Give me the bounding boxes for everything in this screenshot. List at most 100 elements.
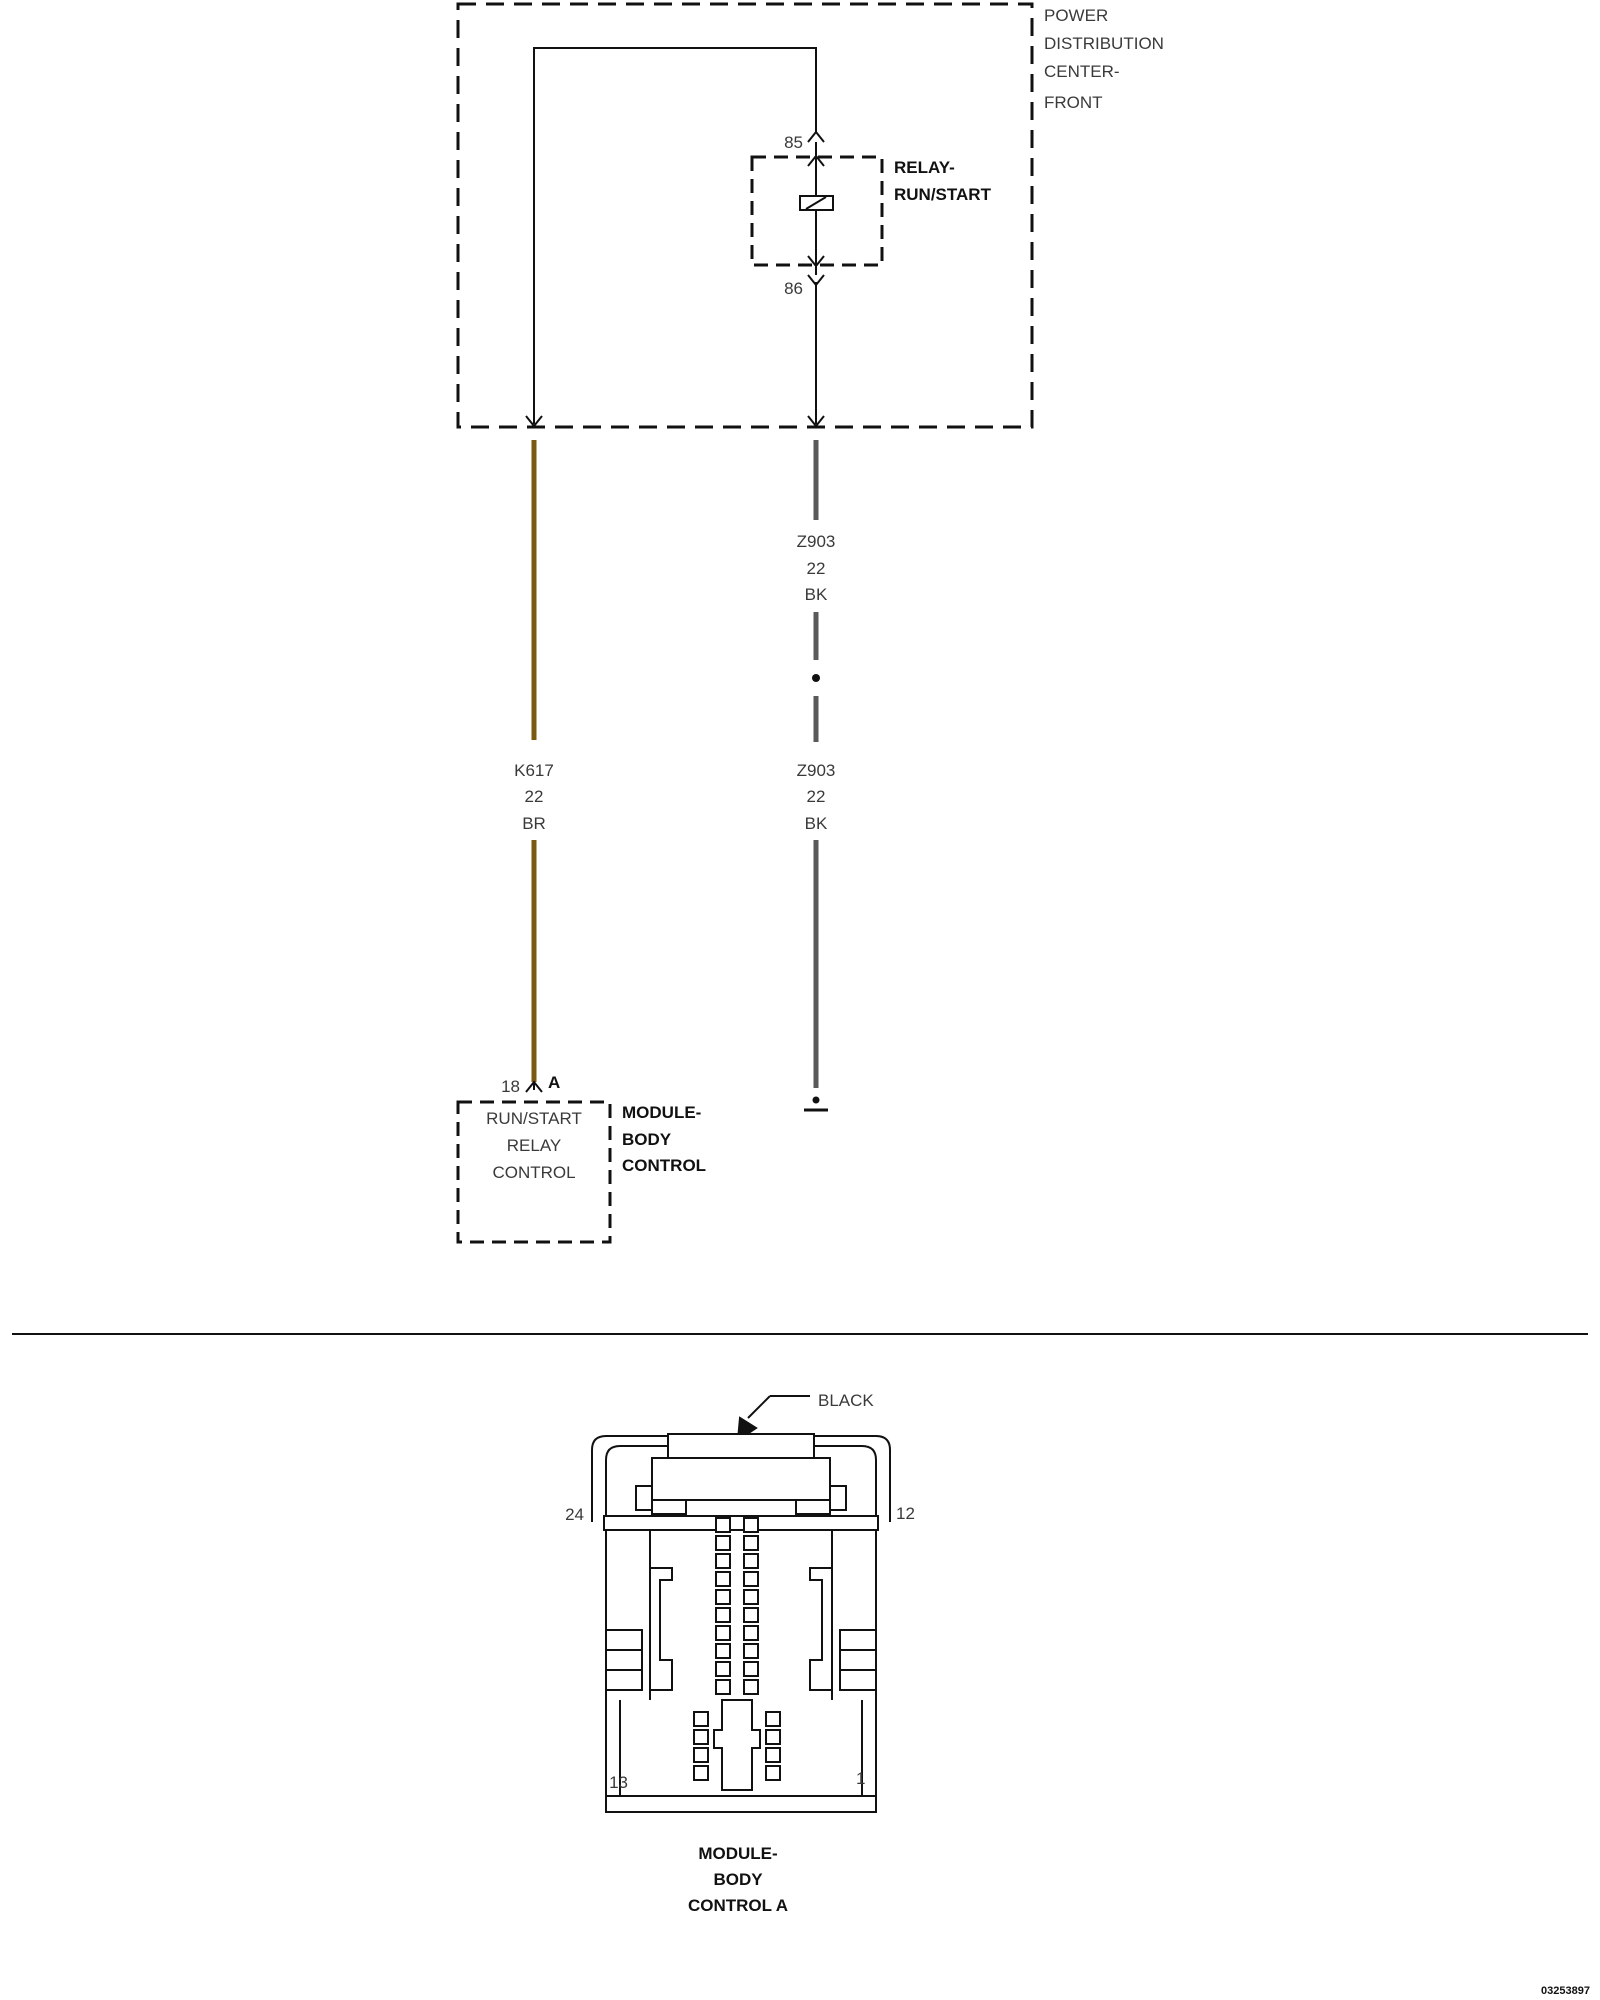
connector-title-line-1: MODULE- (698, 1844, 777, 1863)
pin-cavity (715, 1679, 731, 1695)
connector-base (605, 1795, 877, 1813)
wire-z903-gauge-upper: 22 (807, 559, 826, 578)
bcm-pin-number: 18 (501, 1077, 520, 1096)
bcm-label-line-1: MODULE- (622, 1103, 701, 1122)
figure-id: 03253897 (1541, 1985, 1590, 1997)
connector-flange (603, 1515, 879, 1531)
relay-label-line-2: RUN/START (894, 185, 992, 204)
relay-coil-arrow-top (807, 154, 825, 167)
relay-pin-85: 85 (784, 133, 803, 152)
terminal-arrow-k617-exit (525, 415, 543, 428)
pin-cavity (715, 1625, 731, 1641)
wire-k617-gauge: 22 (525, 787, 544, 806)
bcm-connector-letter: A (548, 1073, 560, 1092)
color-callout-leader-diag (747, 1395, 771, 1419)
wire-k617-circuit: K617 (514, 761, 554, 780)
connector-latch-foot-left (651, 1499, 687, 1515)
connector-housing-inner-right (814, 1445, 877, 1522)
wire-k617-label: K617 22 BR (514, 761, 554, 833)
pin-cavity (743, 1643, 759, 1659)
connector-housing-inner-left (605, 1445, 668, 1522)
pdc-label-line-4: FRONT (1044, 93, 1103, 112)
wire-z903-color-upper: BK (805, 585, 828, 604)
pdc-label: POWER DISTRIBUTION CENTER- FRONT (1044, 6, 1164, 112)
pin-cavity (743, 1517, 759, 1533)
pin-cavity (693, 1747, 709, 1763)
wire-k617-color: BR (522, 814, 546, 833)
pin-cavity (743, 1661, 759, 1677)
pin-cavity (743, 1625, 759, 1641)
pin-cavity (715, 1517, 731, 1533)
pin-cavity (715, 1661, 731, 1677)
connector-title-line-2: BODY (713, 1870, 763, 1889)
bcm-function-line-2: RELAY (507, 1136, 562, 1155)
pin-cavity (715, 1571, 731, 1587)
connector-pin-24: 24 (565, 1505, 584, 1524)
relay-pin-86: 86 (784, 279, 803, 298)
relay-coil-arrow-bottom (807, 255, 825, 268)
pin-cavities-upper (715, 1517, 759, 1695)
pin-cavity (743, 1589, 759, 1605)
connector-title: MODULE- BODY CONTROL A (688, 1844, 788, 1915)
pdc-boundary (456, 2, 1034, 429)
connector-latch-tab-right (829, 1485, 847, 1511)
pin-cavities-lower (693, 1711, 781, 1781)
connector-face-view (591, 1395, 891, 1813)
bcm-label-line-2: BODY (622, 1130, 672, 1149)
terminal-arrow-z903-exit (807, 415, 825, 428)
pin-cavity (715, 1643, 731, 1659)
terminal-arrow-bcm-pin18 (525, 1080, 543, 1093)
relay-boundary (750, 155, 884, 267)
wire-z903-gauge-lower: 22 (807, 787, 826, 806)
pdc-label-line-2: DISTRIBUTION (1044, 34, 1164, 53)
pdc-label-line-1: POWER (1044, 6, 1108, 25)
pin-cavity (765, 1747, 781, 1763)
pin-cavity (693, 1765, 709, 1781)
ground-icon (804, 1096, 828, 1112)
pin-cavity (743, 1679, 759, 1695)
pin-cavity (743, 1571, 759, 1587)
pin-cavity (715, 1607, 731, 1623)
connector-channel-left (649, 1530, 673, 1700)
wire-z903-label-lower: Z903 22 BK (797, 761, 836, 833)
connector-pin-1: 1 (856, 1769, 865, 1788)
wire-z903-circuit-upper: Z903 (797, 532, 836, 551)
pin-cavity (715, 1589, 731, 1605)
connector-top-block (667, 1433, 815, 1459)
terminal-arrow-pin86 (807, 274, 825, 287)
pin-cavity (693, 1711, 709, 1727)
wire-z903-circuit-lower: Z903 (797, 761, 836, 780)
connector-rib-left-1 (605, 1629, 643, 1691)
connector-title-line-3: CONTROL A (688, 1896, 788, 1915)
pdc-internal-wire (533, 47, 817, 424)
bcm-function-label: RUN/START RELAY CONTROL (486, 1109, 582, 1182)
pin-cavity (765, 1729, 781, 1745)
connector-rib-right-1 (839, 1629, 877, 1691)
connector-key (713, 1699, 761, 1791)
connector-latch-foot-right (795, 1499, 831, 1515)
relay-coil-slash (805, 196, 827, 210)
pin-cavity (743, 1607, 759, 1623)
relay-label-line-1: RELAY- (894, 158, 955, 177)
pin-cavity (715, 1553, 731, 1569)
bcm-function-line-3: CONTROL (492, 1163, 575, 1182)
connector-pin-12: 12 (896, 1504, 915, 1523)
pdc-label-line-3: CENTER- (1044, 62, 1120, 81)
wire-z903-splice (812, 674, 820, 682)
wire-z903-color-lower: BK (805, 814, 828, 833)
connector-pin-13: 13 (609, 1773, 628, 1792)
bcm-function-line-1: RUN/START (486, 1109, 582, 1128)
connector-color-callout: BLACK (818, 1391, 874, 1410)
connector-channel-right (809, 1530, 833, 1700)
bcm-boundary (456, 1100, 612, 1244)
pin-cavity (765, 1765, 781, 1781)
terminal-arrow-pin85 (807, 130, 825, 143)
bcm-label-line-3: CONTROL (622, 1156, 706, 1175)
pin-cavity (715, 1535, 731, 1551)
pin-cavity (743, 1535, 759, 1551)
pin-cavity (693, 1729, 709, 1745)
connector-latch-tab-left (635, 1485, 653, 1511)
wire-z903-label-upper: Z903 22 BK (797, 532, 836, 604)
